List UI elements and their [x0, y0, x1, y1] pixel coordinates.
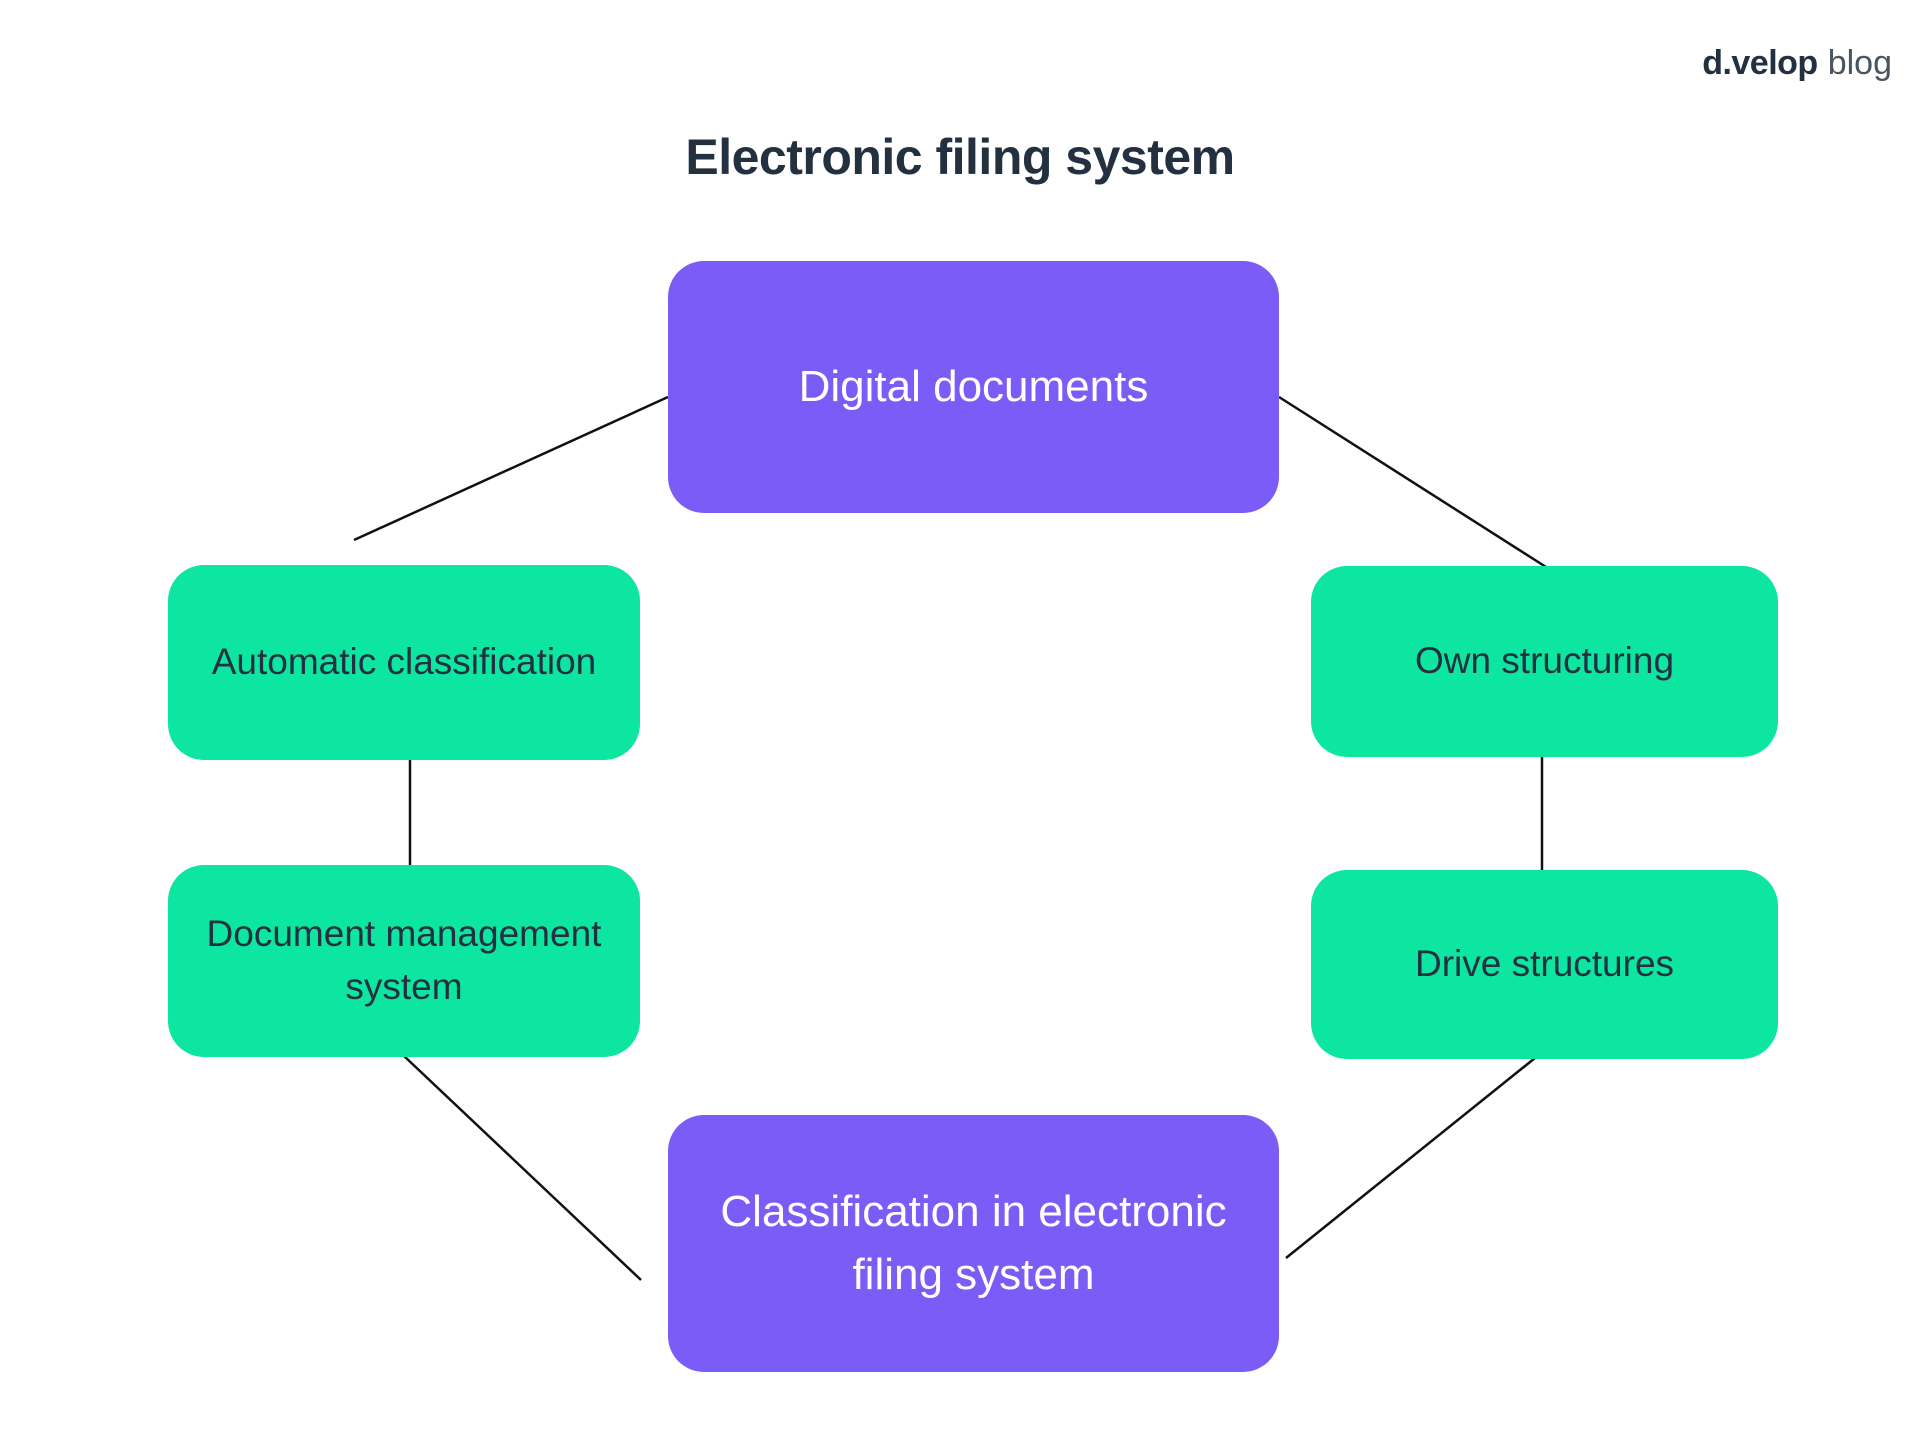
brand-logo-primary: d.velop [1702, 44, 1818, 82]
node-label-document-management-system: Document management system [206, 913, 602, 1007]
node-digital-documents: Digital documents [668, 261, 1279, 513]
node-document-management-system: Document management system [168, 865, 640, 1057]
connector-line-drive-to-classification [1285, 1057, 1536, 1259]
brand-logo: d.velop blog [1702, 44, 1892, 83]
node-label-own-structuring: Own structuring [1414, 640, 1675, 682]
connector-line-digital-to-automatic [353, 395, 669, 542]
brand-logo-secondary: blog [1827, 44, 1892, 82]
node-drive-structures: Drive structures [1311, 870, 1778, 1059]
node-label-drive-structures: Drive structures [1414, 943, 1675, 985]
node-classification-in-electronic-filing-system: Classification in electronic filing syst… [668, 1115, 1279, 1372]
node-label-classification-in-electronic-filing-system: Classification in electronic filing syst… [720, 1187, 1227, 1299]
node-label-digital-documents: Digital documents [798, 361, 1149, 411]
connector-line-digital-to-own [1278, 395, 1547, 569]
node-automatic-classification: Automatic classification [168, 565, 640, 760]
connector-line-dms-to-classification [403, 1055, 642, 1281]
node-label-automatic-classification: Automatic classification [211, 641, 597, 683]
diagram-title: Electronic filing system [685, 129, 1235, 185]
node-own-structuring: Own structuring [1311, 566, 1778, 757]
